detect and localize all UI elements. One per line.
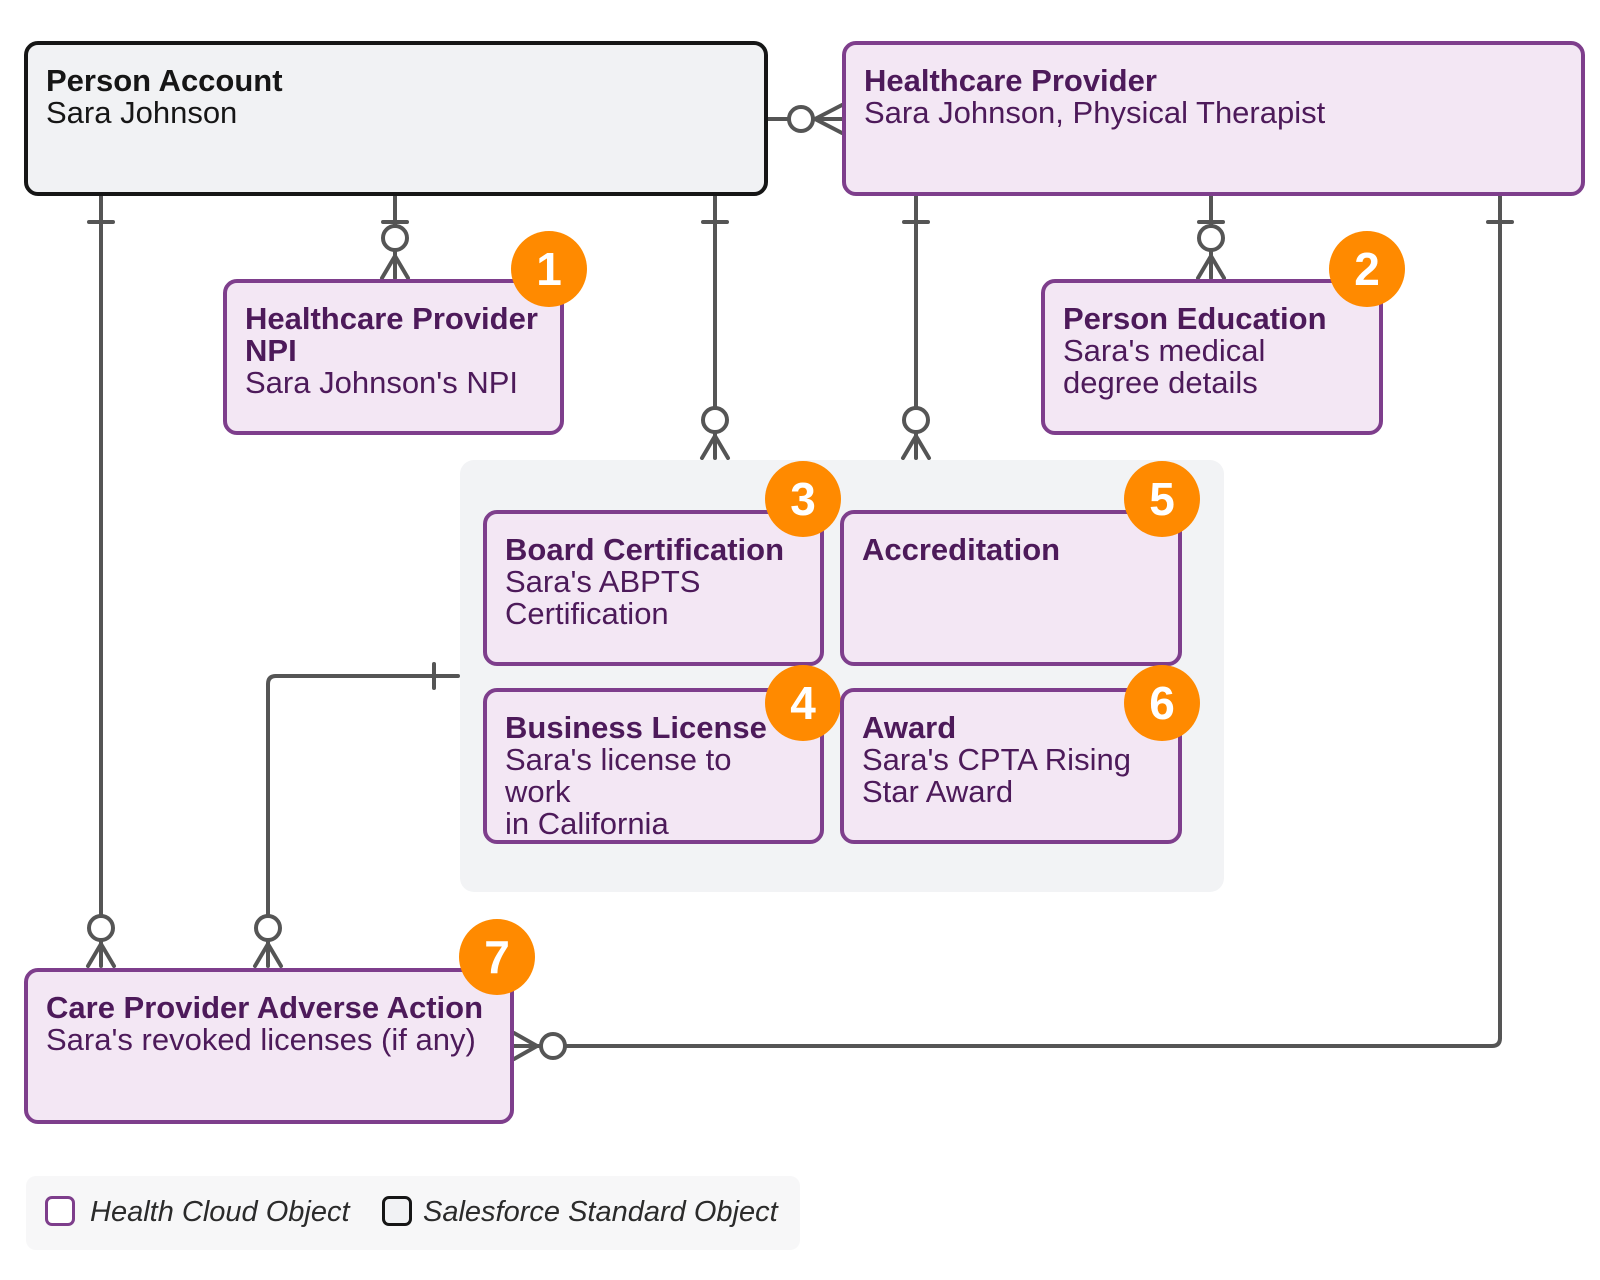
award-subtitle-line2: Star Award [862, 774, 1014, 809]
award-subtitle-line1: Sara's CPTA Rising [862, 742, 1131, 777]
badge-4: 4 [765, 665, 841, 741]
provider-npi-subtitle: Sara Johnson's NPI [245, 365, 519, 400]
connector-provider-credentials [901, 194, 931, 460]
accreditation-title: Accreditation [862, 532, 1061, 567]
connector-provider-education [1196, 194, 1226, 280]
provider-npi-title-line2: NPI [245, 333, 297, 368]
badge-6: 6 [1124, 665, 1200, 741]
person-education-title: Person Education [1063, 301, 1327, 336]
adverse-action-subtitle: Sara's revoked licenses (if any) [46, 1022, 476, 1057]
healthcare-provider-box: Healthcare Provider Sara Johnson, Physic… [842, 41, 1585, 196]
healthcare-provider-title: Healthcare Provider [864, 63, 1157, 98]
connector-account-npi [380, 194, 410, 280]
person-education-subtitle-line1: Sara's medical [1063, 333, 1266, 368]
badge-3: 3 [765, 461, 841, 537]
board-certification-box: Board Certification Sara's ABPTS Certifi… [483, 510, 824, 666]
board-certification-title: Board Certification [505, 532, 785, 567]
badge-5: 5 [1124, 461, 1200, 537]
adverse-action-title: Care Provider Adverse Action [46, 990, 484, 1025]
person-account-box: Person Account Sara Johnson [24, 41, 768, 196]
legend-health-cloud-label: Health Cloud Object [90, 1196, 350, 1228]
business-license-title: Business License [505, 710, 767, 745]
person-account-subtitle: Sara Johnson [46, 95, 238, 130]
award-title: Award [862, 710, 957, 745]
badge-1: 1 [511, 231, 587, 307]
health-cloud-swatch [45, 1196, 75, 1226]
badge-7: 7 [459, 919, 535, 995]
business-license-subtitle-line2: in California [505, 806, 669, 841]
provider-npi-title-line1: Healthcare Provider [245, 301, 538, 336]
connector-account-provider [766, 103, 844, 135]
person-account-title: Person Account [46, 63, 283, 98]
board-certification-subtitle-line2: Certification [505, 596, 669, 631]
person-education-subtitle-line2: degree details [1063, 365, 1258, 400]
accreditation-box: Accreditation [840, 510, 1182, 666]
person-education-box: Person Education Sara's medical degree d… [1041, 279, 1383, 435]
connector-account-credentials [700, 194, 730, 460]
connector-credentials-adverse [253, 662, 460, 968]
business-license-subtitle-line1: Sara's license to work [505, 742, 732, 809]
standard-object-swatch [382, 1196, 412, 1226]
legend-standard-label: Salesforce Standard Object [423, 1196, 778, 1228]
board-certification-subtitle-line1: Sara's ABPTS [505, 564, 701, 599]
connector-account-adverse [86, 194, 116, 968]
connector-provider-adverse [512, 194, 1514, 1061]
healthcare-provider-subtitle: Sara Johnson, Physical Therapist [864, 95, 1326, 130]
legend: Health Cloud Object Salesforce Standard … [26, 1176, 800, 1250]
adverse-action-box: Care Provider Adverse Action Sara's revo… [24, 968, 514, 1124]
badge-2: 2 [1329, 231, 1405, 307]
provider-npi-box: Healthcare Provider NPI Sara Johnson's N… [223, 279, 564, 435]
